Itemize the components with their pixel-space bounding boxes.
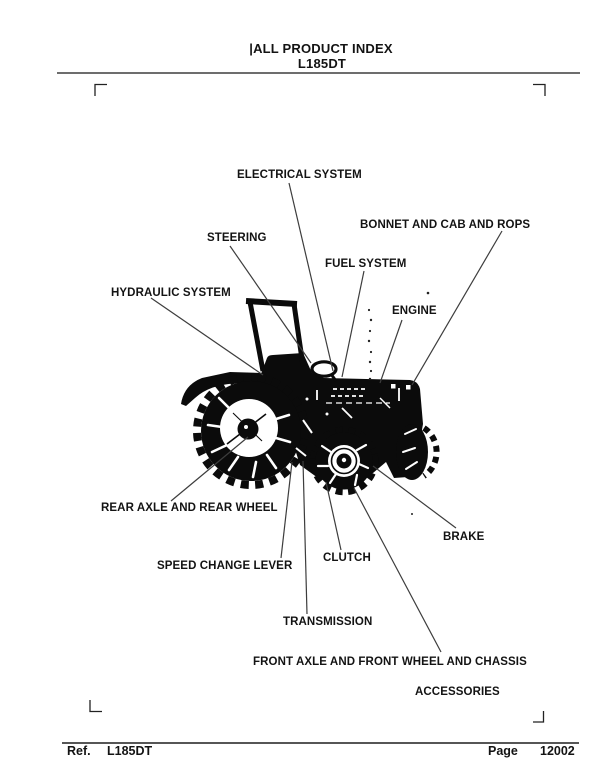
footer-ref-value: L185DT	[107, 744, 153, 758]
footer-ref-label: Ref.	[67, 744, 91, 758]
leader-line-transmission	[302, 460, 308, 615]
leader-line-hydraulic-system	[150, 297, 264, 376]
label-accessories: ACCESSORIES	[415, 686, 500, 698]
footer-rule	[62, 742, 579, 744]
body-detail-marks	[295, 384, 411, 457]
leader-line-rear-axle-and-rear-wheel	[170, 436, 249, 502]
footer-page-label: Page	[488, 744, 518, 758]
leader-line-electrical-system	[288, 182, 334, 372]
front-far-wheel	[396, 424, 440, 480]
crop-mark-top-left	[94, 83, 107, 96]
label-electrical-system: ELECTRICAL SYSTEM	[237, 169, 362, 181]
label-hydraulic-system: HYDRAULIC SYSTEM	[111, 287, 231, 299]
label-fuel-system: FUEL SYSTEM	[325, 258, 407, 270]
crop-mark-bottom-right	[533, 711, 545, 723]
scan-speckles	[367, 291, 430, 515]
leader-line-speed-change-lever	[280, 461, 293, 559]
crop-mark-bottom-left	[89, 700, 102, 713]
leader-line-brake	[372, 465, 457, 529]
label-rear-axle-and-rear-wheel: REAR AXLE AND REAR WHEEL	[101, 502, 278, 514]
header-rule	[57, 72, 580, 74]
leader-line-steering	[229, 245, 312, 364]
leader-lines	[150, 182, 503, 653]
leader-line-engine	[379, 319, 403, 384]
rops-frame	[245, 298, 306, 372]
leader-line-bonnet-and-cab-and-rops	[411, 230, 503, 386]
label-front-axle-and-front-wheel-and-chassis: FRONT AXLE AND FRONT WHEEL AND CHASSIS	[253, 656, 527, 668]
label-engine: ENGINE	[392, 305, 437, 317]
tractor-body-group	[181, 291, 440, 515]
steering-wheel	[310, 360, 338, 378]
rear-wheel	[193, 373, 309, 489]
leader-line-fuel-system	[341, 270, 365, 378]
page-model: L185DT	[297, 56, 347, 71]
label-bonnet-and-cab-and-rops: BONNET AND CAB AND ROPS	[360, 219, 531, 231]
label-transmission: TRANSMISSION	[283, 616, 373, 628]
front-wheel	[309, 426, 379, 496]
label-brake: BRAKE	[443, 531, 485, 543]
steering-column	[329, 373, 338, 382]
label-speed-change-lever: SPEED CHANGE LEVER	[157, 560, 293, 572]
label-clutch: CLUTCH	[323, 552, 371, 564]
footer-page-value: 12002	[540, 744, 575, 758]
leader-line-front-axle-and-front-wheel-and-chassis	[353, 487, 442, 653]
leader-line-clutch	[325, 481, 342, 551]
label-steering: STEERING	[207, 232, 267, 244]
page-title: |ALL PRODUCT INDEX	[249, 41, 393, 56]
crop-mark-top-right	[533, 83, 546, 96]
